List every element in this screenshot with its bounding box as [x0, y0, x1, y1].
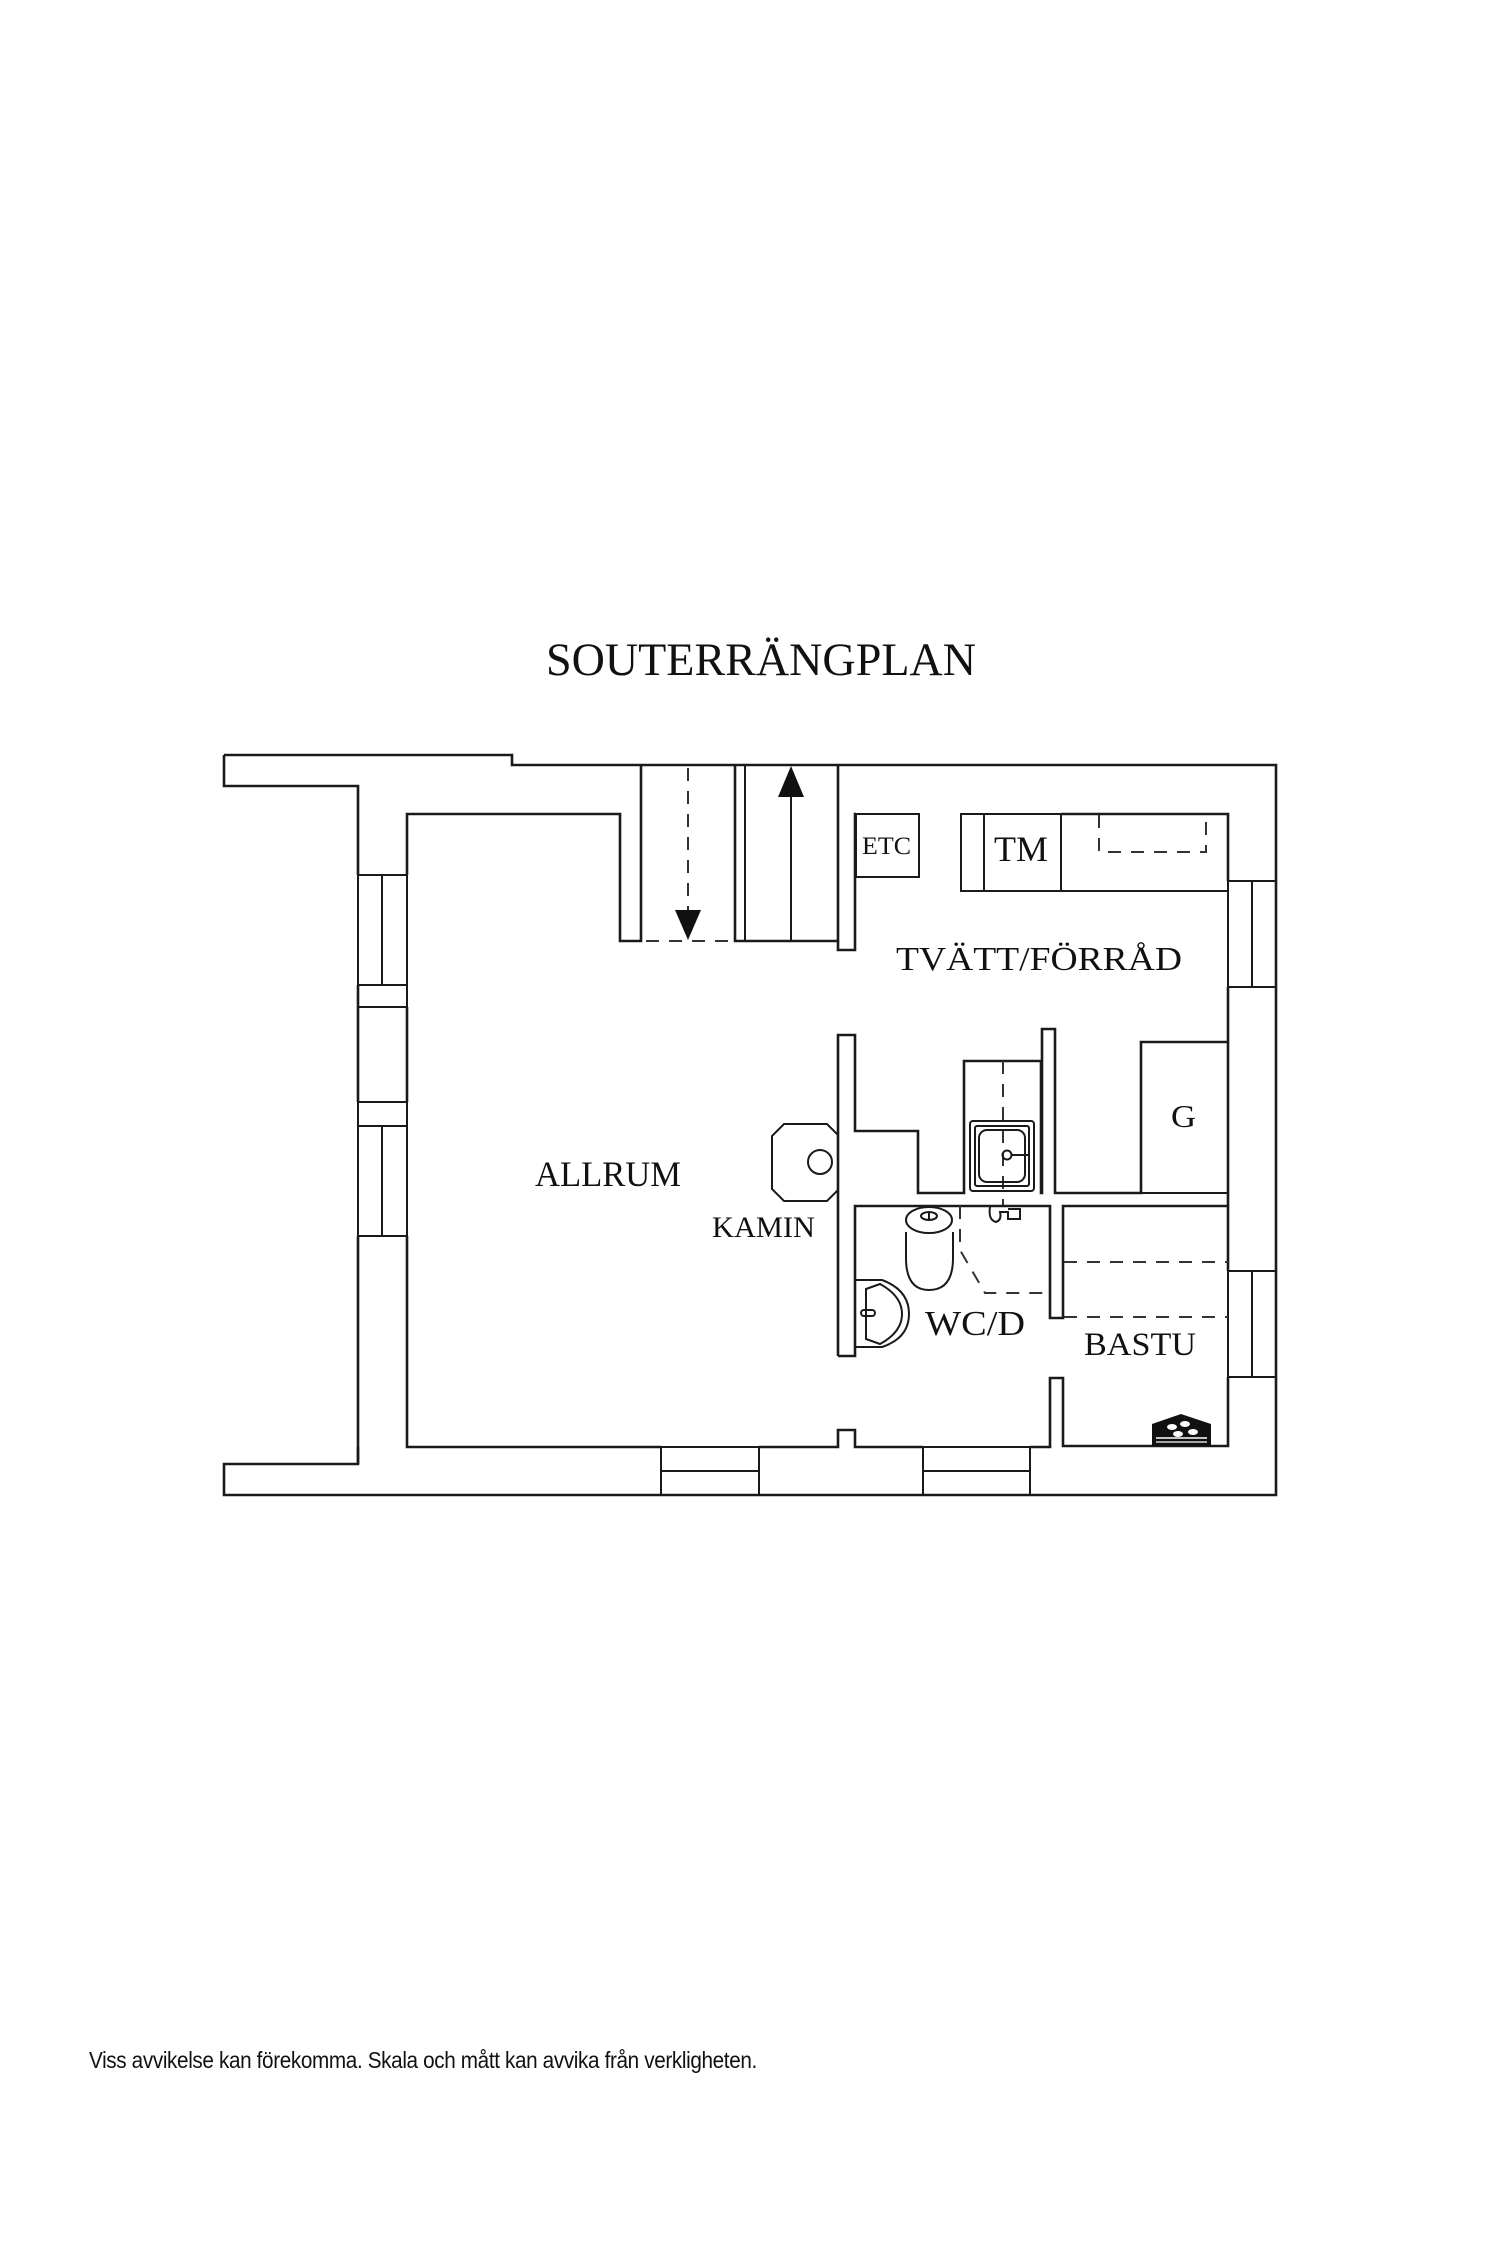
sauna-heater-icon	[1152, 1414, 1211, 1446]
sink-icon	[969, 1120, 1035, 1192]
room-label-g: G	[1171, 1098, 1196, 1134]
washbasin-icon	[855, 1279, 911, 1348]
disclaimer-text: Viss avvikelse kan förekomma. Skala och …	[89, 2047, 757, 2073]
wc-shower-room	[838, 1204, 1228, 1358]
etc-box	[855, 813, 920, 878]
laundry-storage-area	[836, 812, 1229, 1356]
room-label-etc: ETC	[862, 833, 911, 860]
room-label-wc-d: WC/D	[925, 1304, 1025, 1343]
room-label-bastu: BASTU	[1084, 1327, 1196, 1363]
arrow-up-icon	[778, 766, 804, 797]
windows	[357, 874, 1277, 1496]
room-label-tm: TM	[994, 829, 1048, 869]
toilet-icon	[905, 1206, 954, 1292]
sauna-room	[1064, 1261, 1228, 1446]
shower-mixer-icon	[988, 1206, 1021, 1224]
arrow-down-icon	[675, 910, 701, 940]
room-label-allrum: ALLRUM	[535, 1154, 681, 1194]
room-label-kamin: KAMIN	[712, 1211, 815, 1244]
staircase	[646, 765, 840, 943]
room-label-tvatt-forrad: TVÄTT/FÖRRÅD	[896, 941, 1182, 978]
fireplace-icon	[771, 1123, 839, 1202]
plan-title: SOUTERRÄNGPLAN	[546, 634, 976, 686]
